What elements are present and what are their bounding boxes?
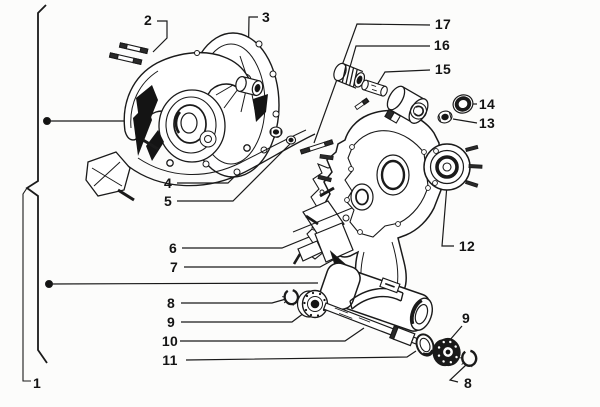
- part-label-14: 14: [478, 96, 496, 112]
- seal-ring-part-14: [452, 94, 474, 114]
- part-label-6: 6: [168, 240, 178, 256]
- pin-part-15: [361, 79, 388, 97]
- seal-part-11: [415, 333, 435, 357]
- part-label-17: 17: [434, 16, 452, 32]
- part-label-4: 4: [163, 175, 173, 191]
- mounting-studs: [108, 42, 149, 66]
- swingarm-tube: [319, 262, 433, 332]
- assembly-bracket: [22, 4, 48, 382]
- part-label-8: 8: [166, 295, 176, 311]
- rear-hub-flange: [423, 143, 483, 191]
- part-label-7: 7: [169, 259, 179, 275]
- left-case-shadow-wedges: [133, 85, 268, 161]
- part-label-9-right: 9: [461, 310, 471, 326]
- part-label-15: 15: [434, 61, 452, 77]
- left-crankcase-half: [123, 32, 280, 178]
- bearing-part-9-left: [296, 289, 329, 319]
- part-label-12: 12: [458, 238, 476, 254]
- part-label-11: 11: [162, 352, 178, 368]
- cylinder-part: [386, 85, 429, 124]
- part-label-16: 16: [433, 37, 451, 53]
- left-case-mount-lug: [85, 138, 159, 202]
- part-label-13: 13: [478, 115, 496, 131]
- bushing-part-3: [235, 76, 264, 97]
- part-label-2: 2: [143, 12, 153, 28]
- threaded-plug-part-16: [333, 62, 366, 89]
- part-label-9: 9: [166, 314, 176, 330]
- long-stud-part-17: [299, 139, 334, 155]
- cable-slot-piece: [379, 277, 401, 294]
- nut-part-13: [437, 110, 453, 124]
- key-block-part: [384, 108, 402, 124]
- assembly-leader-dots: [43, 117, 319, 288]
- part-label-8-right: 8: [463, 375, 473, 391]
- part-label-3: 3: [261, 9, 271, 25]
- part-label-1: 1: [32, 375, 42, 391]
- brake-strap: [349, 287, 404, 310]
- part-label-5: 5: [163, 193, 173, 209]
- part-label-10: 10: [161, 333, 179, 349]
- circlip-part-8-left: [282, 289, 300, 306]
- bearing-part-9-right: [432, 337, 461, 367]
- washer-part-5: [285, 135, 297, 145]
- circlip-part-8-right: [459, 349, 478, 368]
- flange-nut-part-4: [269, 126, 283, 138]
